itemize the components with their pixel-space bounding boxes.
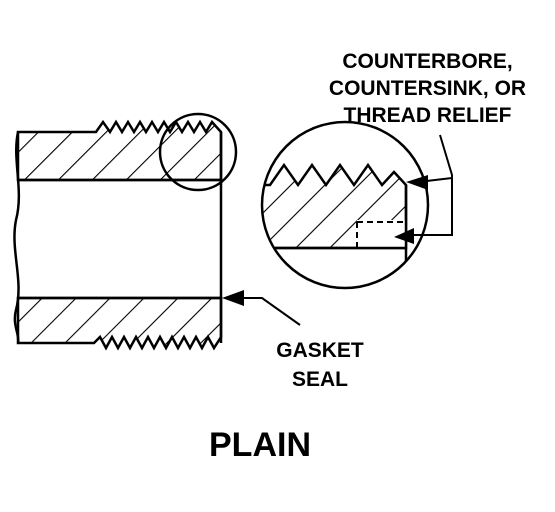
arrow-counterbore-bottom <box>394 228 414 244</box>
counterbore-label-line2: COUNTERSINK, OR <box>328 77 527 100</box>
detail-callout-circle <box>158 112 238 192</box>
enlarged-detail <box>260 120 430 290</box>
enlarged-detail-circle <box>260 120 430 290</box>
gasket-seal-label: GASKET SEAL <box>255 336 385 394</box>
fitting-section <box>13 119 223 351</box>
arrow-gasket-seal <box>222 290 244 306</box>
counterbore-label: COUNTERBORE, COUNTERSINK, OR THREAD RELI… <box>300 48 555 129</box>
counterbore-label-line1: COUNTERBORE, <box>342 50 513 73</box>
gasket-label-line2: SEAL <box>291 368 348 391</box>
upper-wall <box>16 119 223 182</box>
break-line <box>13 131 21 344</box>
gasket-label-line1: GASKET <box>276 339 364 362</box>
arrow-counterbore-top <box>406 175 428 190</box>
lower-wall <box>16 296 223 351</box>
arrowheads <box>222 175 428 306</box>
diagram-title: PLAIN <box>209 426 311 464</box>
counterbore-label-line3: THREAD RELIEF <box>343 104 512 127</box>
